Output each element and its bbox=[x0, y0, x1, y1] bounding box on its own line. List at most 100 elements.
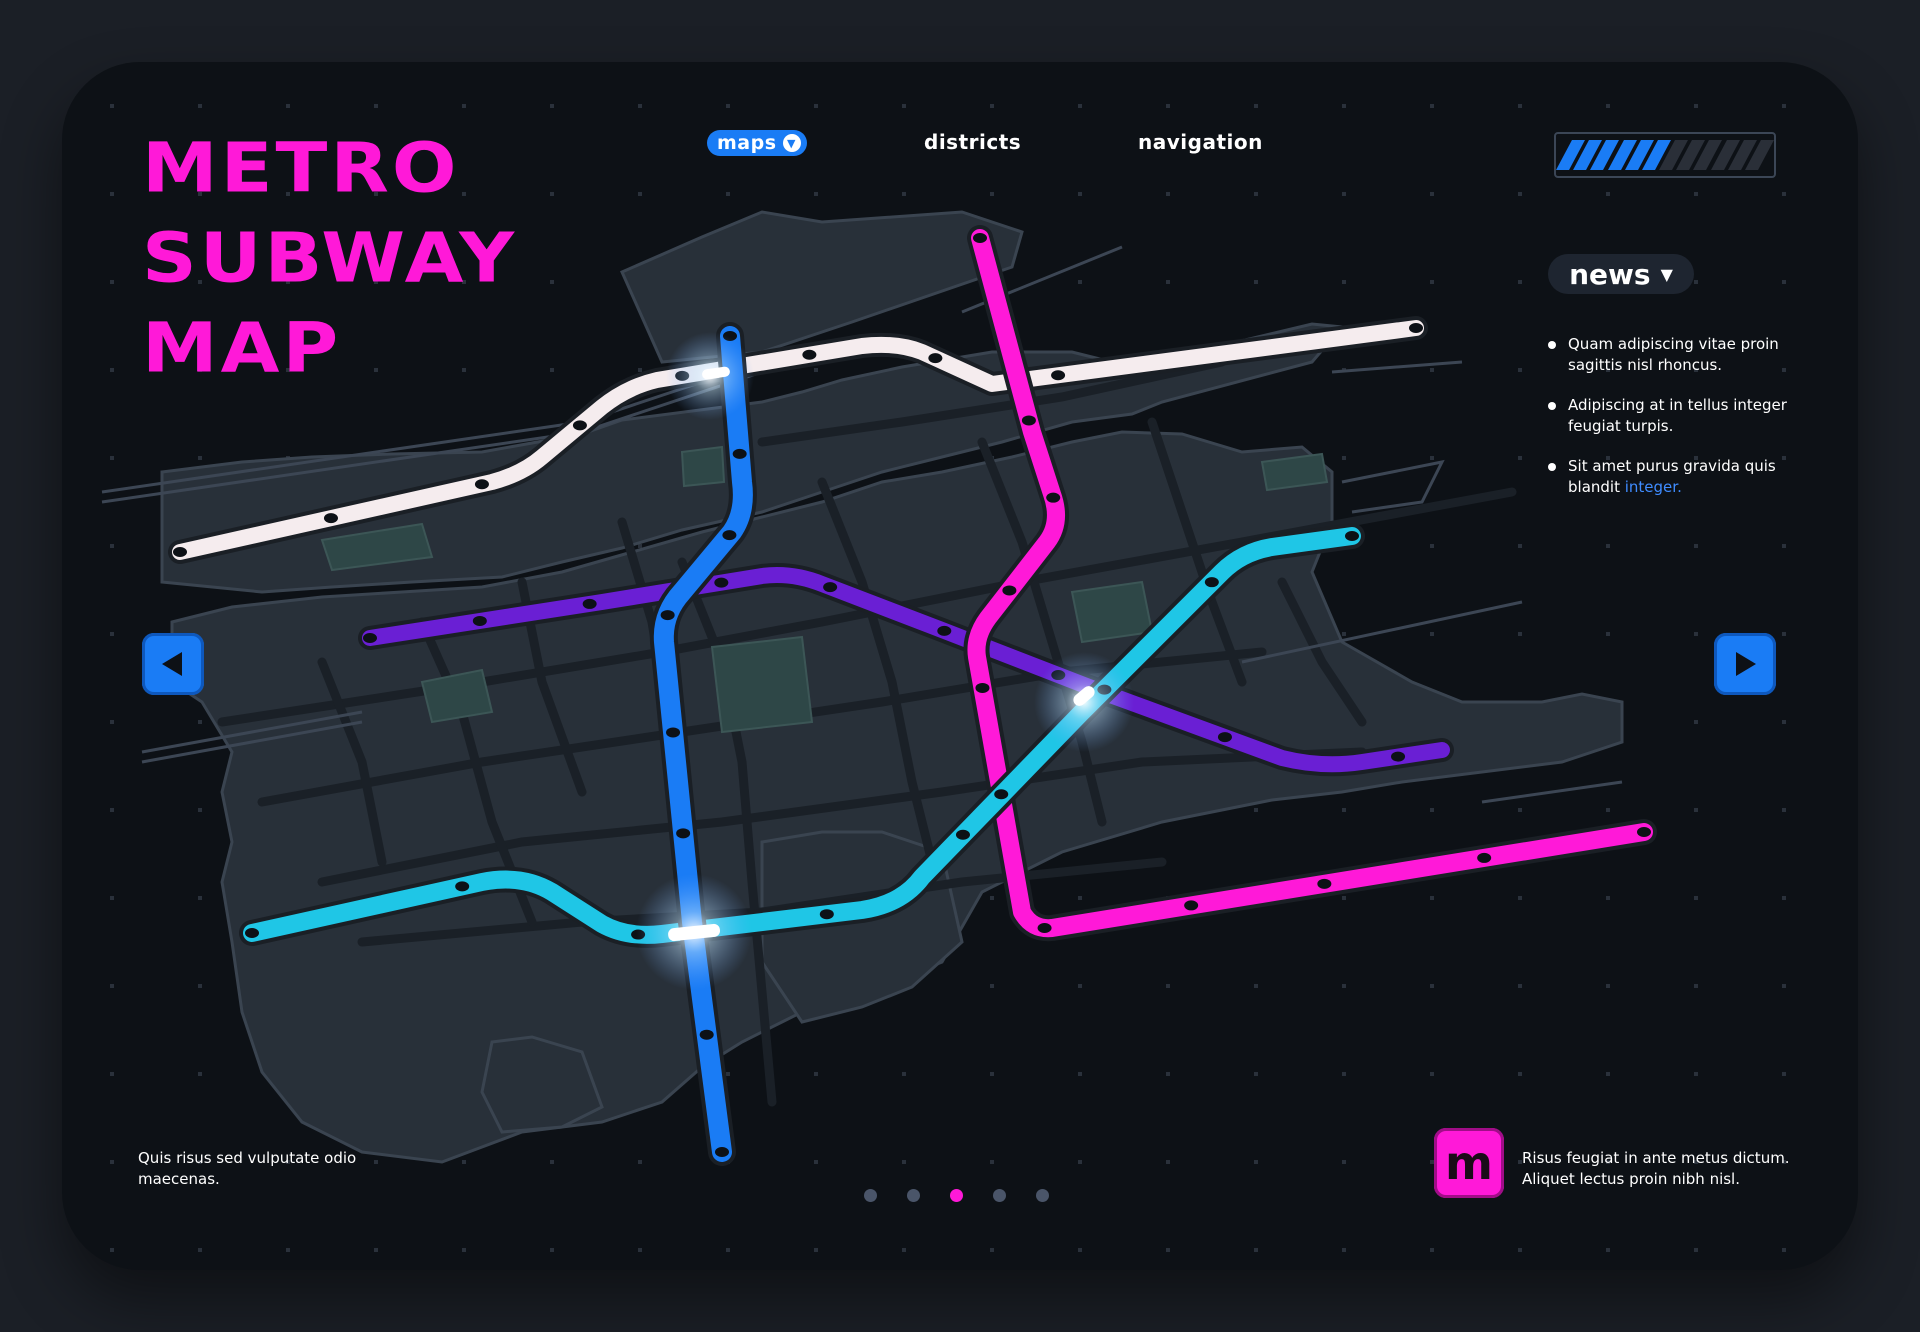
station-dot[interactable] bbox=[699, 1029, 714, 1040]
grid-dot bbox=[990, 1160, 994, 1164]
station-dot[interactable] bbox=[323, 513, 338, 524]
news-item: Sit amet purus gravida quis blandit inte… bbox=[1546, 456, 1796, 498]
footer-left-text: Quis risus sed vulputate odio maecenas. bbox=[138, 1149, 357, 1188]
station-dot[interactable] bbox=[1204, 577, 1219, 588]
grid-dot bbox=[1430, 280, 1434, 284]
station-dot[interactable] bbox=[823, 582, 838, 593]
station-dot[interactable] bbox=[714, 577, 729, 588]
grid-dot bbox=[726, 1248, 730, 1252]
nav-maps-tab[interactable]: maps ▼ bbox=[707, 130, 807, 156]
station-dot[interactable] bbox=[973, 233, 987, 243]
grid-dot bbox=[1694, 368, 1698, 372]
station-dot[interactable] bbox=[676, 828, 691, 839]
grid-dot bbox=[1606, 896, 1610, 900]
grid-dot bbox=[1606, 192, 1610, 196]
grid-dot bbox=[638, 1248, 642, 1252]
grid-dot bbox=[550, 368, 554, 372]
pager-dot[interactable] bbox=[993, 1189, 1006, 1202]
pager-dot[interactable] bbox=[864, 1189, 877, 1202]
station-dot[interactable] bbox=[802, 349, 817, 360]
grid-dot bbox=[814, 1160, 818, 1164]
station-dot[interactable] bbox=[722, 530, 737, 541]
station-dot[interactable] bbox=[1477, 852, 1492, 863]
station-dot[interactable] bbox=[572, 420, 587, 431]
news-dropdown[interactable]: news ▼ bbox=[1548, 254, 1694, 294]
pager-dot[interactable] bbox=[950, 1189, 963, 1202]
news-link[interactable]: integer. bbox=[1624, 478, 1682, 496]
grid-dot bbox=[1782, 544, 1786, 548]
grid-dot bbox=[286, 104, 290, 108]
grid-dot bbox=[1430, 544, 1434, 548]
grid-dot bbox=[1078, 984, 1082, 988]
grid-dot bbox=[1078, 1160, 1082, 1164]
grid-dot bbox=[1430, 1248, 1434, 1252]
station-dot[interactable] bbox=[582, 598, 597, 609]
grid-dot bbox=[1782, 280, 1786, 284]
grid-dot bbox=[1782, 896, 1786, 900]
station-dot[interactable] bbox=[660, 610, 675, 621]
grid-dot bbox=[1606, 984, 1610, 988]
grid-dot bbox=[1342, 632, 1346, 636]
grid-dot bbox=[110, 456, 114, 460]
station-dot[interactable] bbox=[715, 1147, 729, 1157]
station-dot[interactable] bbox=[1021, 415, 1036, 426]
prev-button[interactable] bbox=[142, 633, 204, 695]
station-dot[interactable] bbox=[1637, 827, 1651, 837]
grid-dot bbox=[1078, 896, 1082, 900]
station-dot[interactable] bbox=[937, 625, 952, 636]
grid-dot bbox=[110, 720, 114, 724]
grid-dot bbox=[1782, 456, 1786, 460]
grid-dot bbox=[286, 1160, 290, 1164]
station-dot[interactable] bbox=[994, 789, 1009, 800]
grid-dot bbox=[1606, 1248, 1610, 1252]
pager-dot[interactable] bbox=[907, 1189, 920, 1202]
grid-dot bbox=[1342, 984, 1346, 988]
grid-dot bbox=[1166, 984, 1170, 988]
grid-dot bbox=[286, 192, 290, 196]
grid-dot bbox=[1166, 1248, 1170, 1252]
grid-dot bbox=[1430, 808, 1434, 812]
nav-districts-tab[interactable]: districts bbox=[924, 130, 1022, 154]
station-dot[interactable] bbox=[1345, 531, 1359, 541]
next-button[interactable] bbox=[1714, 633, 1776, 695]
station-dot[interactable] bbox=[1409, 323, 1423, 333]
station-dot[interactable] bbox=[1217, 732, 1232, 743]
grid-dot bbox=[1782, 368, 1786, 372]
grid-dot bbox=[110, 808, 114, 812]
station-dot[interactable] bbox=[666, 727, 681, 738]
grid-dot bbox=[1518, 280, 1522, 284]
interchanges bbox=[636, 332, 1134, 990]
station-dot[interactable] bbox=[472, 615, 487, 626]
pager-dot[interactable] bbox=[1036, 1189, 1049, 1202]
station-dot[interactable] bbox=[819, 909, 834, 920]
station-dot[interactable] bbox=[474, 479, 489, 490]
subway-map bbox=[101, 104, 1786, 1252]
grid-dot bbox=[110, 984, 114, 988]
station-dot[interactable] bbox=[955, 829, 970, 840]
station-dot[interactable] bbox=[363, 633, 377, 643]
nav-navigation-tab[interactable]: navigation bbox=[1138, 130, 1263, 154]
station-dot[interactable] bbox=[245, 928, 259, 938]
grid-dot bbox=[1694, 104, 1698, 108]
grid-dot bbox=[1078, 104, 1082, 108]
station-dot[interactable] bbox=[1184, 900, 1199, 911]
station-dot[interactable] bbox=[1391, 751, 1406, 762]
station-dot[interactable] bbox=[1317, 878, 1332, 889]
station-dot[interactable] bbox=[1051, 370, 1066, 381]
station-dot[interactable] bbox=[173, 547, 187, 557]
grid-dot bbox=[1342, 280, 1346, 284]
grid-dot bbox=[726, 104, 730, 108]
station-dot[interactable] bbox=[1046, 492, 1061, 503]
station-dot[interactable] bbox=[1037, 923, 1052, 934]
footer-right-text: Risus feugiat in ante metus dictum. Aliq… bbox=[1522, 1149, 1790, 1188]
station-dot[interactable] bbox=[975, 682, 990, 693]
grid-dot bbox=[1342, 192, 1346, 196]
station-dot[interactable] bbox=[732, 448, 747, 459]
grid-dot bbox=[286, 1248, 290, 1252]
grid-dot bbox=[374, 368, 378, 372]
grid-dot bbox=[1430, 192, 1434, 196]
station-dot[interactable] bbox=[455, 881, 470, 892]
station-dot[interactable] bbox=[1002, 585, 1017, 596]
grid-dot bbox=[1782, 632, 1786, 636]
station-dot[interactable] bbox=[928, 353, 943, 364]
